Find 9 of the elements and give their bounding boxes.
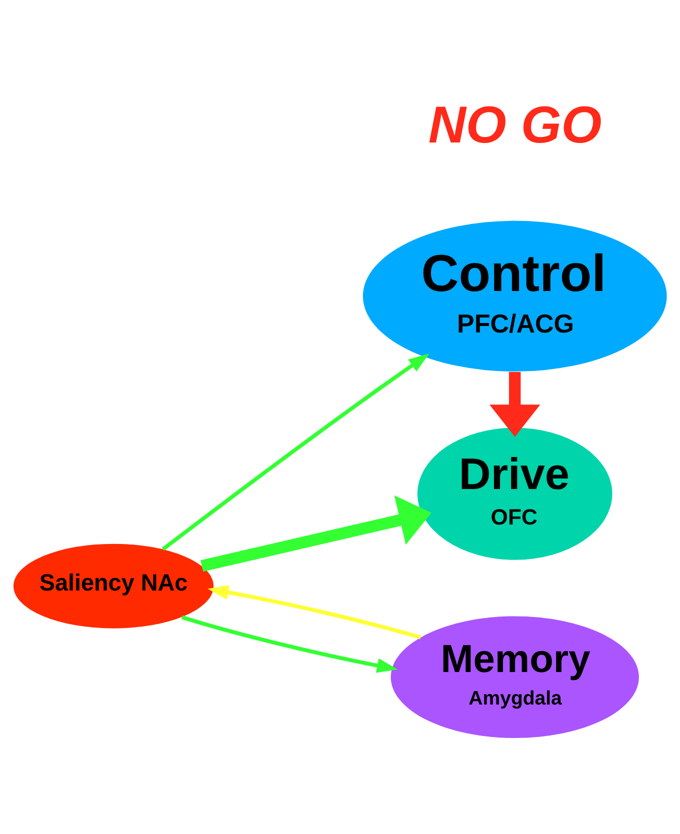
arrow — [162, 353, 430, 550]
node-ellipse: Drive OFC — [417, 427, 612, 560]
arrow — [208, 584, 422, 639]
arrow — [489, 372, 540, 436]
arrow — [181, 614, 398, 672]
node-ellipse: Saliency NAc — [13, 543, 214, 628]
arrow — [200, 494, 432, 572]
node-ellipse: Memory Amygdala — [390, 616, 639, 738]
label: NO GO — [428, 96, 602, 154]
